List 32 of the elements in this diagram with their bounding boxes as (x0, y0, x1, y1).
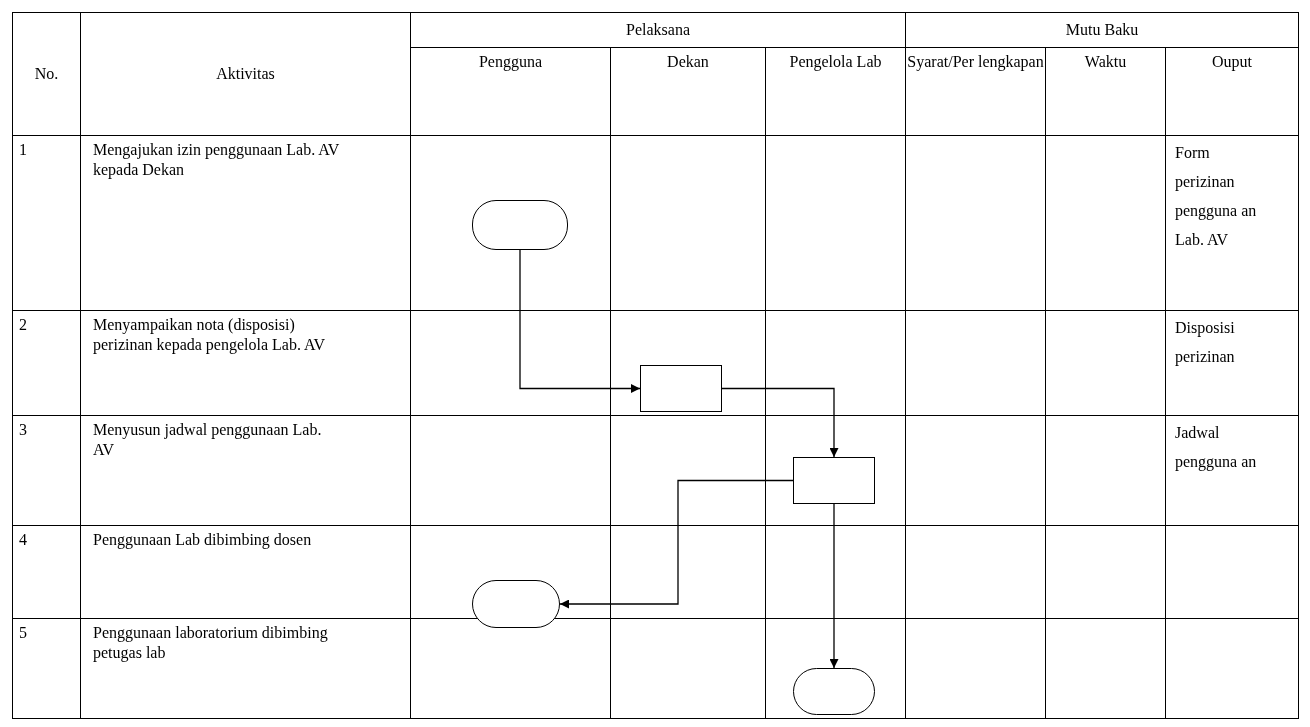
row-number: 2 (12, 310, 81, 416)
terminator-shape (472, 200, 568, 250)
column-header: Waktu (1045, 47, 1166, 136)
row-number: 5 (12, 618, 81, 719)
activity-text: Penggunaan Lab dibimbing dosen (80, 525, 411, 619)
row-number: 3 (12, 415, 81, 526)
column-header: Pelaksana (410, 12, 906, 48)
arrow (721, 387, 839, 458)
output-text: Jadwal pengguna an (1165, 415, 1299, 526)
row-number: 4 (12, 525, 81, 619)
process-box (793, 457, 875, 504)
activity-text: Menyampaikan nota (disposisi) perizinan kepada pengelola Lab. AV (80, 310, 411, 416)
activity-text: Menyusun jadwal penggunaan Lab. AV (80, 415, 411, 526)
column-header: No. (12, 12, 81, 136)
arrow (829, 503, 839, 669)
column-header: Ouput (1165, 47, 1299, 136)
arrow (519, 249, 641, 393)
column-header: Pengguna (410, 47, 611, 136)
output-text: Disposisi perizinan (1165, 310, 1299, 416)
activity-text: Mengajukan izin penggunaan Lab. AV kepada Dekan (80, 135, 411, 311)
process-box (640, 365, 722, 412)
output-text: Form perizinan pengguna an Lab. AV (1165, 135, 1299, 311)
terminator-shape (472, 580, 560, 628)
column-header: Mutu Baku (905, 12, 1299, 48)
column-header: Pengelola Lab (765, 47, 906, 136)
column-header: Dekan (610, 47, 766, 136)
column-header: Aktivitas (80, 12, 411, 136)
row-number: 1 (12, 135, 81, 311)
arrow (559, 479, 794, 609)
activity-text: Penggunaan laboratorium dibimbing petugas lab (80, 618, 411, 719)
column-header: Syarat/Per lengkapan (905, 47, 1046, 136)
terminator-shape (793, 668, 875, 715)
